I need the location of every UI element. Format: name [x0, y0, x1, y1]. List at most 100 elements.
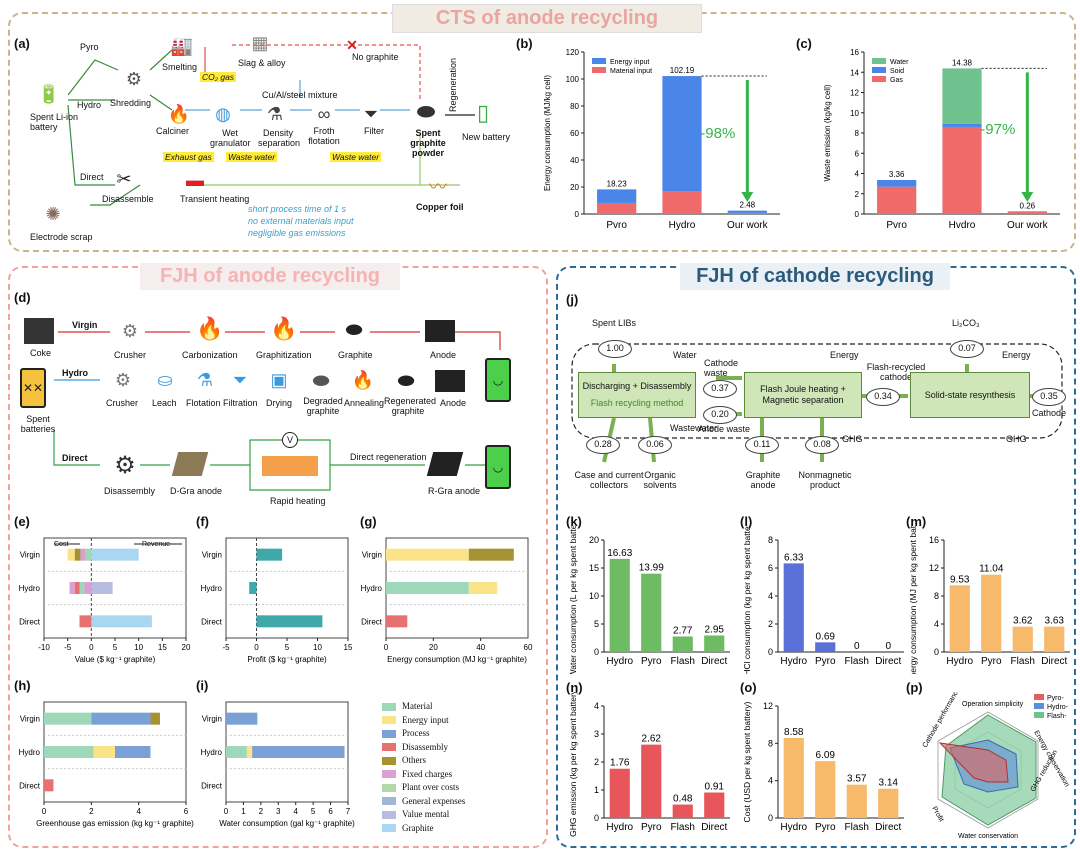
spent-graphite-label: Spent graphite powder	[410, 128, 446, 158]
anode-label-2: Anode	[440, 398, 467, 408]
crusher-icon-1: ⚙	[121, 320, 139, 341]
new-battery-icon: ▯	[476, 100, 490, 125]
legend-label: Plant over costs	[402, 782, 459, 792]
ghg-2-label: GHG	[1006, 434, 1027, 444]
x-tick-label: 3	[276, 807, 281, 816]
x-tick-label: 15	[344, 643, 353, 652]
bar-segment	[256, 615, 323, 628]
bar-value-label: 16.63	[607, 548, 632, 559]
legend-efi: Material Energy input Process Disassembl…	[382, 700, 532, 835]
x-tick-label: Direct	[701, 822, 727, 833]
bar-segment	[877, 186, 917, 214]
legend-item: Disassembly	[382, 741, 532, 755]
y-tick-label: 6	[768, 563, 773, 573]
bar-segment	[85, 548, 92, 561]
x-tick-label: Direct	[701, 656, 727, 667]
node-flash-cathode: 0.34	[866, 388, 900, 406]
charged-battery-icon-1: ◡	[485, 358, 511, 402]
legend-swatch	[382, 756, 396, 765]
y-tick-label: 0	[934, 647, 939, 657]
y-category-label: Direct	[201, 617, 223, 626]
y-tick-label: 20	[570, 183, 579, 192]
y-tick-label: 0	[575, 210, 580, 219]
density-separation-label: Density separation	[258, 128, 301, 148]
bar-total-label: 0.26	[1020, 201, 1036, 210]
x-tick-label: Flash	[671, 656, 695, 667]
panel-a-flow	[67, 44, 475, 206]
panel-h-label: (h)	[14, 678, 31, 693]
box-solid-state: Solid-state resynthesis	[910, 372, 1030, 418]
cost-chart: 048128.58Hydro6.09Pyro3.57Flash3.14Direc…	[742, 701, 904, 833]
x-tick-label: Flash	[845, 822, 869, 833]
bar-value-label: 3.63	[1045, 616, 1065, 627]
y-tick-label: 2	[855, 190, 860, 199]
node-graphite-anode: 0.11	[745, 436, 779, 454]
legend-item: Graphite	[382, 822, 532, 836]
copper-foil-icon: 〰	[429, 177, 447, 197]
x-tick-label: 0	[254, 643, 259, 652]
box-flash-method-text: Flash recycling method	[590, 398, 684, 408]
density-icon: ⚗	[266, 103, 284, 124]
panel-m-label: (m)	[906, 514, 927, 529]
fjh-anode-banner: FJH of anode recycling	[140, 263, 400, 290]
legend-label: General expenses	[402, 795, 466, 806]
exhaust-gas-label: Exhaust gas	[163, 152, 214, 162]
carbonization-flame-icon: 🔥	[196, 316, 224, 341]
legend-label: Others	[402, 755, 426, 765]
bar	[704, 792, 725, 818]
y-tick-label: 15	[589, 563, 599, 573]
panel-n-label: (n)	[566, 680, 583, 695]
x-tick-label: -5	[64, 643, 72, 652]
annealing-label: Annealing	[344, 398, 385, 408]
node-li2co3: 0.07	[950, 340, 984, 358]
bar-segment	[386, 548, 469, 561]
bar-segment	[79, 615, 92, 628]
reduction-arrowhead	[741, 192, 754, 202]
coke-label: Coke	[30, 348, 52, 358]
bar-segment	[662, 191, 702, 214]
x-tick-label: Hvdro	[949, 220, 976, 231]
legend-label: Energy input	[402, 714, 449, 725]
node-anode-waste: 0.20	[703, 406, 737, 424]
node-cathode: 0.35	[1032, 388, 1066, 406]
y-tick-label: 4	[768, 776, 773, 786]
y-tick-label: 0	[855, 210, 860, 219]
filtration-icon: ⏷	[232, 369, 248, 390]
bar-value-label: 2.95	[705, 624, 725, 635]
panel-c-label: (c)	[796, 36, 812, 51]
x-tick-label: Direct	[875, 656, 901, 667]
bar-segment	[44, 712, 92, 725]
water-label: Water	[673, 350, 697, 360]
bar-value-label: 3.14	[879, 778, 899, 789]
virgin-label: Virgin	[72, 320, 98, 330]
y-tick-label: 8	[768, 535, 773, 545]
bar-value-label: 6.09	[816, 750, 836, 761]
x-tick-label: Pyro	[641, 822, 662, 833]
legend-label: Fixed charges	[402, 768, 453, 779]
anode-icon-1	[425, 320, 455, 342]
bar	[981, 574, 1002, 652]
x-tick-label: 2	[89, 807, 94, 816]
x-tick-label: Pyro	[815, 656, 836, 667]
bar	[672, 636, 693, 652]
bar	[609, 558, 630, 652]
degraded-graphite-label: Degraded graphite	[303, 396, 343, 416]
y-tick-label: 14	[850, 68, 859, 77]
shredding-label: Shredding	[110, 98, 152, 108]
slag-label: Slag & alloy	[238, 58, 286, 68]
y-category-label: Virgin	[20, 551, 40, 560]
bar-segment	[226, 746, 247, 758]
no-cross-icon: ✕	[346, 36, 358, 53]
coke-icon	[24, 318, 54, 344]
y-tick-label: 0	[594, 647, 599, 657]
bar	[878, 788, 899, 818]
bar-segment	[597, 202, 637, 214]
panel-i-label: (i)	[196, 678, 209, 693]
y-tick-label: 60	[570, 129, 579, 138]
bar-segment	[727, 210, 767, 213]
x-tick-label: Flash	[1011, 656, 1035, 667]
bar-segment	[91, 712, 151, 725]
y-category-label: Hydro	[19, 748, 41, 757]
